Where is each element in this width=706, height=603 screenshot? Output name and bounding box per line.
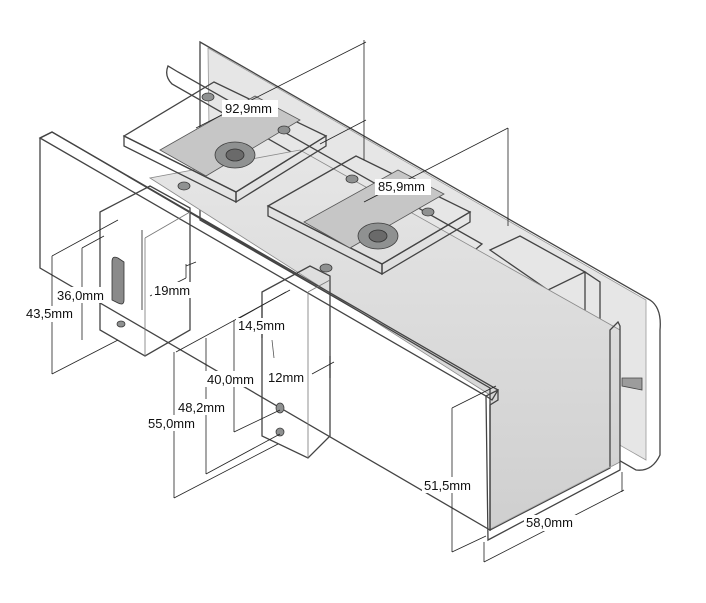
dim-51-5: 51,5mm bbox=[424, 478, 471, 493]
dim-19: 19mm bbox=[154, 283, 190, 298]
dim-55-0: 55,0mm bbox=[148, 416, 195, 431]
dim-92-9: 92,9mm bbox=[225, 101, 272, 116]
dim-14-5: 14,5mm bbox=[238, 318, 285, 333]
dim-12: 12mm bbox=[268, 370, 304, 385]
channel-profile bbox=[38, 131, 621, 542]
dim-40-0: 40,0mm bbox=[207, 372, 254, 387]
top-rail-rod bbox=[166, 65, 484, 255]
dimension-lines bbox=[51, 40, 625, 563]
dim-43-5: 43,5mm bbox=[26, 306, 73, 321]
dimension-labels: 92,9mm 85,9mm 36,0mm 19mm 43,5mm 14,5mm … bbox=[24, 100, 580, 531]
dim-36-0: 36,0mm bbox=[57, 288, 104, 303]
dim-58-0: 58,0mm bbox=[526, 515, 573, 530]
dim-48-2: 48,2mm bbox=[178, 400, 225, 415]
dim-85-9: 85,9mm bbox=[378, 179, 425, 194]
